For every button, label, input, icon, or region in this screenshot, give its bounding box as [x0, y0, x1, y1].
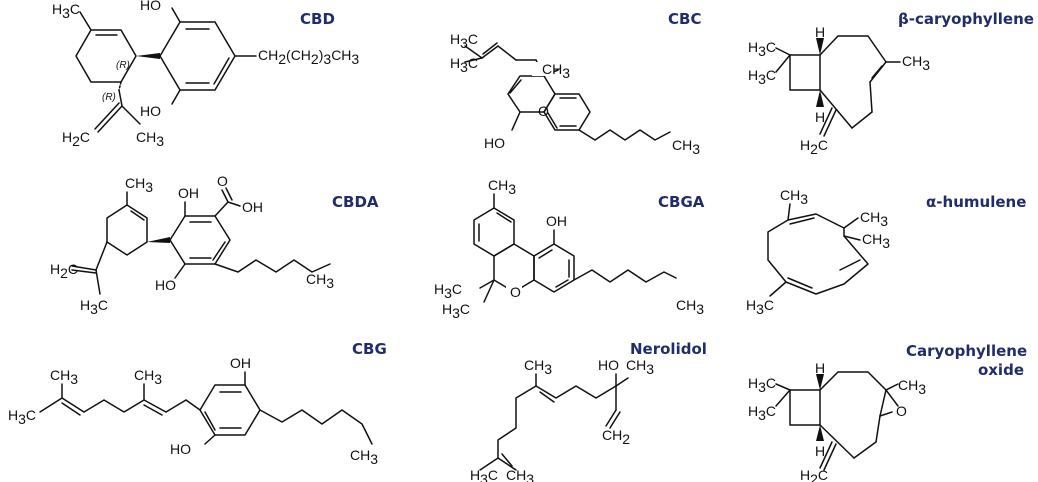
cbg-atom-oh: OH	[230, 355, 251, 371]
nerolidol-structure: CH3 HO CH3 CH2 H3C CH3	[470, 357, 654, 482]
beta-caryophyllene-atom-h-bottom: H	[815, 109, 825, 125]
caryophyllene-oxide-atom-ch3: CH3	[898, 377, 926, 397]
cbd-atom-ch3: CH3	[136, 129, 164, 149]
beta-caryophyllene-atom-h2c: H2C	[800, 137, 828, 157]
cbga-atom-h3c-2: H3C	[442, 301, 470, 321]
cbda-atom-o: O	[217, 173, 228, 189]
cbc-atom-o: O	[538, 103, 549, 119]
compound-name: CBC	[668, 10, 702, 28]
cbc-atom-h3c-2: H3C	[450, 55, 478, 75]
nerolidol-atom-ho: HO	[598, 357, 619, 373]
alpha-humulene-atom-h3c: H3C	[746, 297, 774, 317]
alpha-humulene-atom-ch3-2: CH3	[860, 209, 888, 229]
cbc-atom-ch3: CH3	[542, 61, 570, 81]
compound-name: Caryophyllene oxide	[906, 342, 1028, 379]
cbg-structure: CH3 H3C CH3 OH HO CH3	[8, 355, 378, 467]
alpha-humulene-atom-ch3-3: CH3	[862, 231, 890, 251]
nerolidol-atom-ch3-2: CH3	[626, 357, 654, 377]
caryophyllene-oxide-atom-h3c-1: H3C	[748, 375, 776, 395]
cbga-atom-h3c-1: H3C	[434, 281, 462, 301]
beta-caryophyllene-atom-h3c-1: H3C	[748, 39, 776, 59]
cbga-atom-oh: OH	[546, 213, 567, 229]
cbc-atom-ch3-end: CH3	[672, 137, 700, 157]
cbda-structure: CH3 OH O OH H2C H3C HO CH3	[50, 173, 334, 317]
beta-caryophyllene-atom-h-top: H	[815, 24, 825, 40]
cbd-atom-ho-top: HO	[140, 0, 161, 13]
compound-name: β-caryophyllene	[898, 10, 1034, 28]
caryophyllene-oxide-atom-h3c-2: H3C	[748, 403, 776, 423]
cbd-atom-h3c: H3C	[52, 1, 80, 21]
compound-cbg: CH3 H3C CH3 OH HO CH3 CBG	[0, 340, 420, 482]
compound-beta-caryophyllene: H3C H3C H H CH3 H2C β-caryophyllene	[720, 0, 1038, 160]
cbda-atom-ho: HO	[155, 277, 176, 293]
cbd-stereo-label-2: (R)	[102, 92, 116, 103]
cbg-atom-ch3-2: CH3	[134, 367, 162, 387]
compound-cbd: H3C HO HO CH2(CH2)3CH3 H2C CH3 (R) (R) C…	[0, 0, 359, 160]
cbc-atom-ho: HO	[484, 135, 505, 151]
cbda-atom-oh: OH	[178, 185, 199, 201]
nerolidol-atom-ch3-3: CH3	[506, 467, 534, 482]
cbd-stereo-label-1: (R)	[116, 60, 130, 71]
compound-cbc: H3C H3C CH3 O HO CH3 CBC	[420, 0, 720, 160]
cbc-structure: H3C H3C CH3 O HO CH3	[450, 31, 700, 157]
cbda-atom-h3c: H3C	[80, 297, 108, 317]
caryophyllene-oxide-atom-h-top: H	[815, 360, 825, 376]
alpha-humulene-atom-ch3-1: CH3	[780, 187, 808, 207]
beta-caryophyllene-atom-h3c-2: H3C	[748, 67, 776, 87]
nerolidol-atom-ch3-1: CH3	[524, 357, 552, 377]
cbd-atom-h2c: H2C	[62, 129, 90, 149]
compound-name: CBDA	[332, 193, 379, 211]
cbda-atom-ch3: CH3	[125, 175, 153, 195]
compound-name: Nerolidol	[630, 340, 707, 358]
cbga-atom-o: O	[510, 284, 521, 300]
cbg-atom-ho: HO	[170, 441, 191, 457]
alpha-humulene-structure: CH3 CH3 CH3 H3C	[746, 187, 890, 317]
compound-alpha-humulene: CH3 CH3 CH3 H3C α-humulene	[720, 160, 1038, 335]
cbga-atom-ch3-end: CH3	[676, 297, 704, 317]
cbda-atom-h2c: H2C	[50, 261, 78, 281]
compound-caryophyllene-oxide: H3C H3C H H CH3 O H2C Caryophyllene oxid…	[720, 340, 1038, 482]
cbg-atom-ch3-end: CH3	[350, 447, 378, 467]
cbd-atom-ho-bottom: HO	[140, 103, 161, 119]
compound-name: CBG	[352, 340, 387, 358]
caryophyllene-oxide-structure: H3C H3C H H CH3 O H2C	[748, 360, 926, 482]
caryophyllene-oxide-atom-o: O	[896, 403, 907, 419]
beta-caryophyllene-atom-ch3: CH3	[902, 53, 930, 73]
cbc-atom-h3c-1: H3C	[450, 31, 478, 51]
compound-name: CBGA	[658, 193, 705, 211]
caryophyllene-oxide-atom-h-bottom: H	[815, 443, 825, 459]
cbga-atom-ch3: CH3	[488, 177, 516, 197]
cbg-atom-ch3-1: CH3	[50, 367, 78, 387]
cbd-structure: H3C HO HO CH2(CH2)3CH3 H2C CH3 (R) (R)	[52, 0, 359, 149]
compound-cbga: CH3 OH O H3C H3C CH3 CBGA	[420, 160, 720, 335]
cbga-structure: CH3 OH O H3C H3C CH3	[434, 177, 704, 321]
caryophyllene-oxide-atom-h2c: H2C	[800, 467, 828, 482]
cbg-atom-h3c: H3C	[8, 407, 36, 427]
compound-name: CBD	[300, 10, 335, 28]
compound-name: α-humulene	[926, 193, 1027, 211]
cbda-atom-ch3-end: CH3	[306, 271, 334, 291]
cbd-atom-chain: CH2(CH2)3CH3	[258, 47, 359, 67]
cbda-atom-oh-acid: OH	[242, 199, 263, 215]
nerolidol-atom-h3c: H3C	[470, 467, 498, 482]
compound-cbda: CH3 OH O OH H2C H3C HO CH3 CBDA	[0, 160, 400, 335]
compound-nerolidol: CH3 HO CH3 CH2 H3C CH3 Nerolidol	[420, 340, 720, 482]
nerolidol-atom-ch2: CH2	[602, 427, 630, 447]
beta-caryophyllene-structure: H3C H3C H H CH3 H2C	[748, 24, 930, 157]
